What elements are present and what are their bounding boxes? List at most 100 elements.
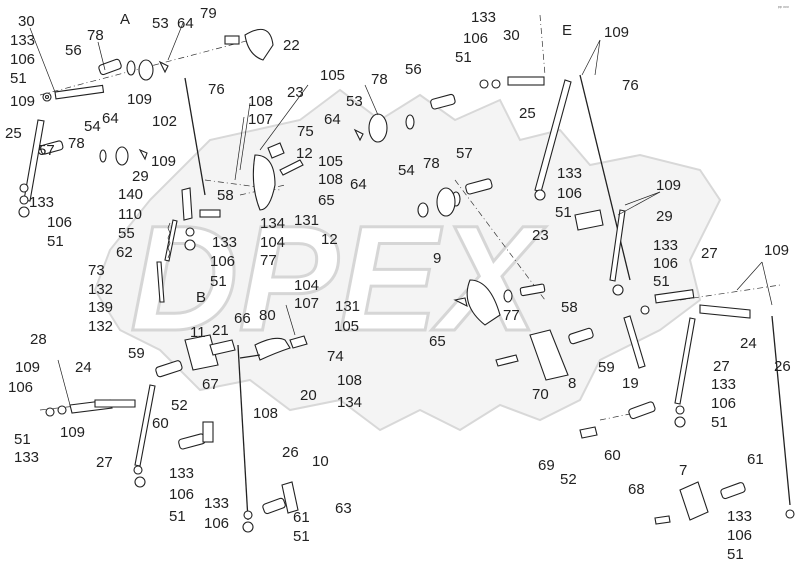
label: 106 (711, 395, 736, 412)
label: 26 (774, 358, 791, 375)
pin-61b (720, 482, 746, 500)
label: 54 (398, 162, 415, 179)
label: 106 (8, 379, 33, 396)
link-65 (279, 159, 304, 176)
label: 56 (65, 42, 82, 59)
label: 133 (711, 376, 736, 393)
label: 133 (14, 449, 39, 466)
label: 78 (423, 155, 440, 172)
link-plate-30 (54, 84, 105, 100)
label: 106 (204, 515, 229, 532)
label: 108 (318, 171, 343, 188)
label: 66 (234, 310, 251, 327)
label: 30 (503, 27, 520, 44)
watermark-logo: DPEX (93, 88, 722, 432)
label: 19 (622, 375, 639, 392)
label: 78 (371, 71, 388, 88)
label: 53 (346, 93, 363, 110)
disc-54b (436, 187, 456, 217)
label: 106 (557, 185, 582, 202)
label: 62 (116, 244, 133, 261)
pin-79 (224, 35, 240, 45)
clip-64 (158, 60, 169, 74)
cam-134 (289, 335, 308, 349)
label: 28 (30, 331, 47, 348)
label: 76 (622, 77, 639, 94)
label: 133 (10, 32, 35, 49)
label: 108 (248, 93, 273, 110)
rod-26a (237, 344, 249, 521)
view-label-b: B (196, 289, 206, 306)
label: 52 (560, 471, 577, 488)
label: 63 (335, 500, 352, 517)
label: 105 (334, 318, 359, 335)
pin-56b (430, 93, 456, 110)
label: 109 (764, 242, 789, 259)
rod-25 (23, 119, 45, 202)
label: 133 (557, 165, 582, 182)
disc-53b (368, 113, 388, 143)
label: 109 (151, 153, 176, 170)
bracket-23 (574, 209, 604, 231)
label: 131 (294, 212, 319, 229)
label: 51 (47, 233, 64, 250)
lever-20 (254, 337, 291, 361)
label: 109 (604, 24, 629, 41)
label: 27 (713, 358, 730, 375)
label: 51 (555, 204, 572, 221)
sector-9 (466, 279, 501, 326)
label: 10 (312, 453, 329, 470)
pin-59 (155, 360, 183, 378)
label: 74 (327, 348, 344, 365)
part-labels: 30 133 106 51 109 25 56 78 53 64 79 22 1… (5, 5, 791, 562)
label: 106 (727, 527, 752, 544)
label: 57 (38, 142, 55, 159)
rod-76 (184, 77, 206, 196)
label: 104 (260, 234, 285, 251)
plate-8 (529, 329, 569, 381)
label: 51 (169, 508, 186, 525)
pin-57 (40, 140, 64, 155)
label: 30 (18, 13, 35, 30)
label: 60 (152, 415, 169, 432)
label: 133 (29, 194, 54, 211)
label: 26 (282, 444, 299, 461)
label: 61 (293, 509, 310, 526)
pin-61 (262, 497, 286, 515)
label: 68 (628, 481, 645, 498)
label: 59 (128, 345, 145, 362)
label: 133 (653, 237, 678, 254)
label: 64 (102, 110, 119, 127)
label: 56 (405, 61, 422, 78)
label: 69 (538, 457, 555, 474)
label: 67 (202, 376, 219, 393)
label: 64 (324, 111, 341, 128)
plate-24a (94, 399, 136, 408)
pin-60 (178, 433, 206, 450)
label: 29 (656, 208, 673, 225)
clip-70 (495, 354, 519, 367)
plate-23 (267, 142, 285, 159)
pin-60b (628, 401, 656, 420)
rod-27 (674, 317, 696, 405)
label: 24 (740, 335, 757, 352)
label: 61 (747, 451, 764, 468)
label: 64 (177, 15, 194, 32)
spring-62 (164, 219, 178, 262)
label: 7 (679, 462, 687, 479)
bracket-10 (281, 481, 299, 514)
label: 11 (190, 324, 206, 341)
label: 109 (656, 177, 681, 194)
label: 20 (300, 387, 317, 404)
link-plate-30b (507, 76, 545, 86)
pin-59b (568, 327, 594, 345)
label: 105 (320, 67, 345, 84)
bracket-22 (244, 28, 274, 61)
label: 106 (169, 486, 194, 503)
label: 59 (598, 359, 615, 376)
sector-134 (252, 154, 276, 211)
label: 133 (471, 9, 496, 26)
washer-78 (126, 60, 136, 76)
label: 57 (456, 145, 473, 162)
label: 107 (294, 295, 319, 312)
